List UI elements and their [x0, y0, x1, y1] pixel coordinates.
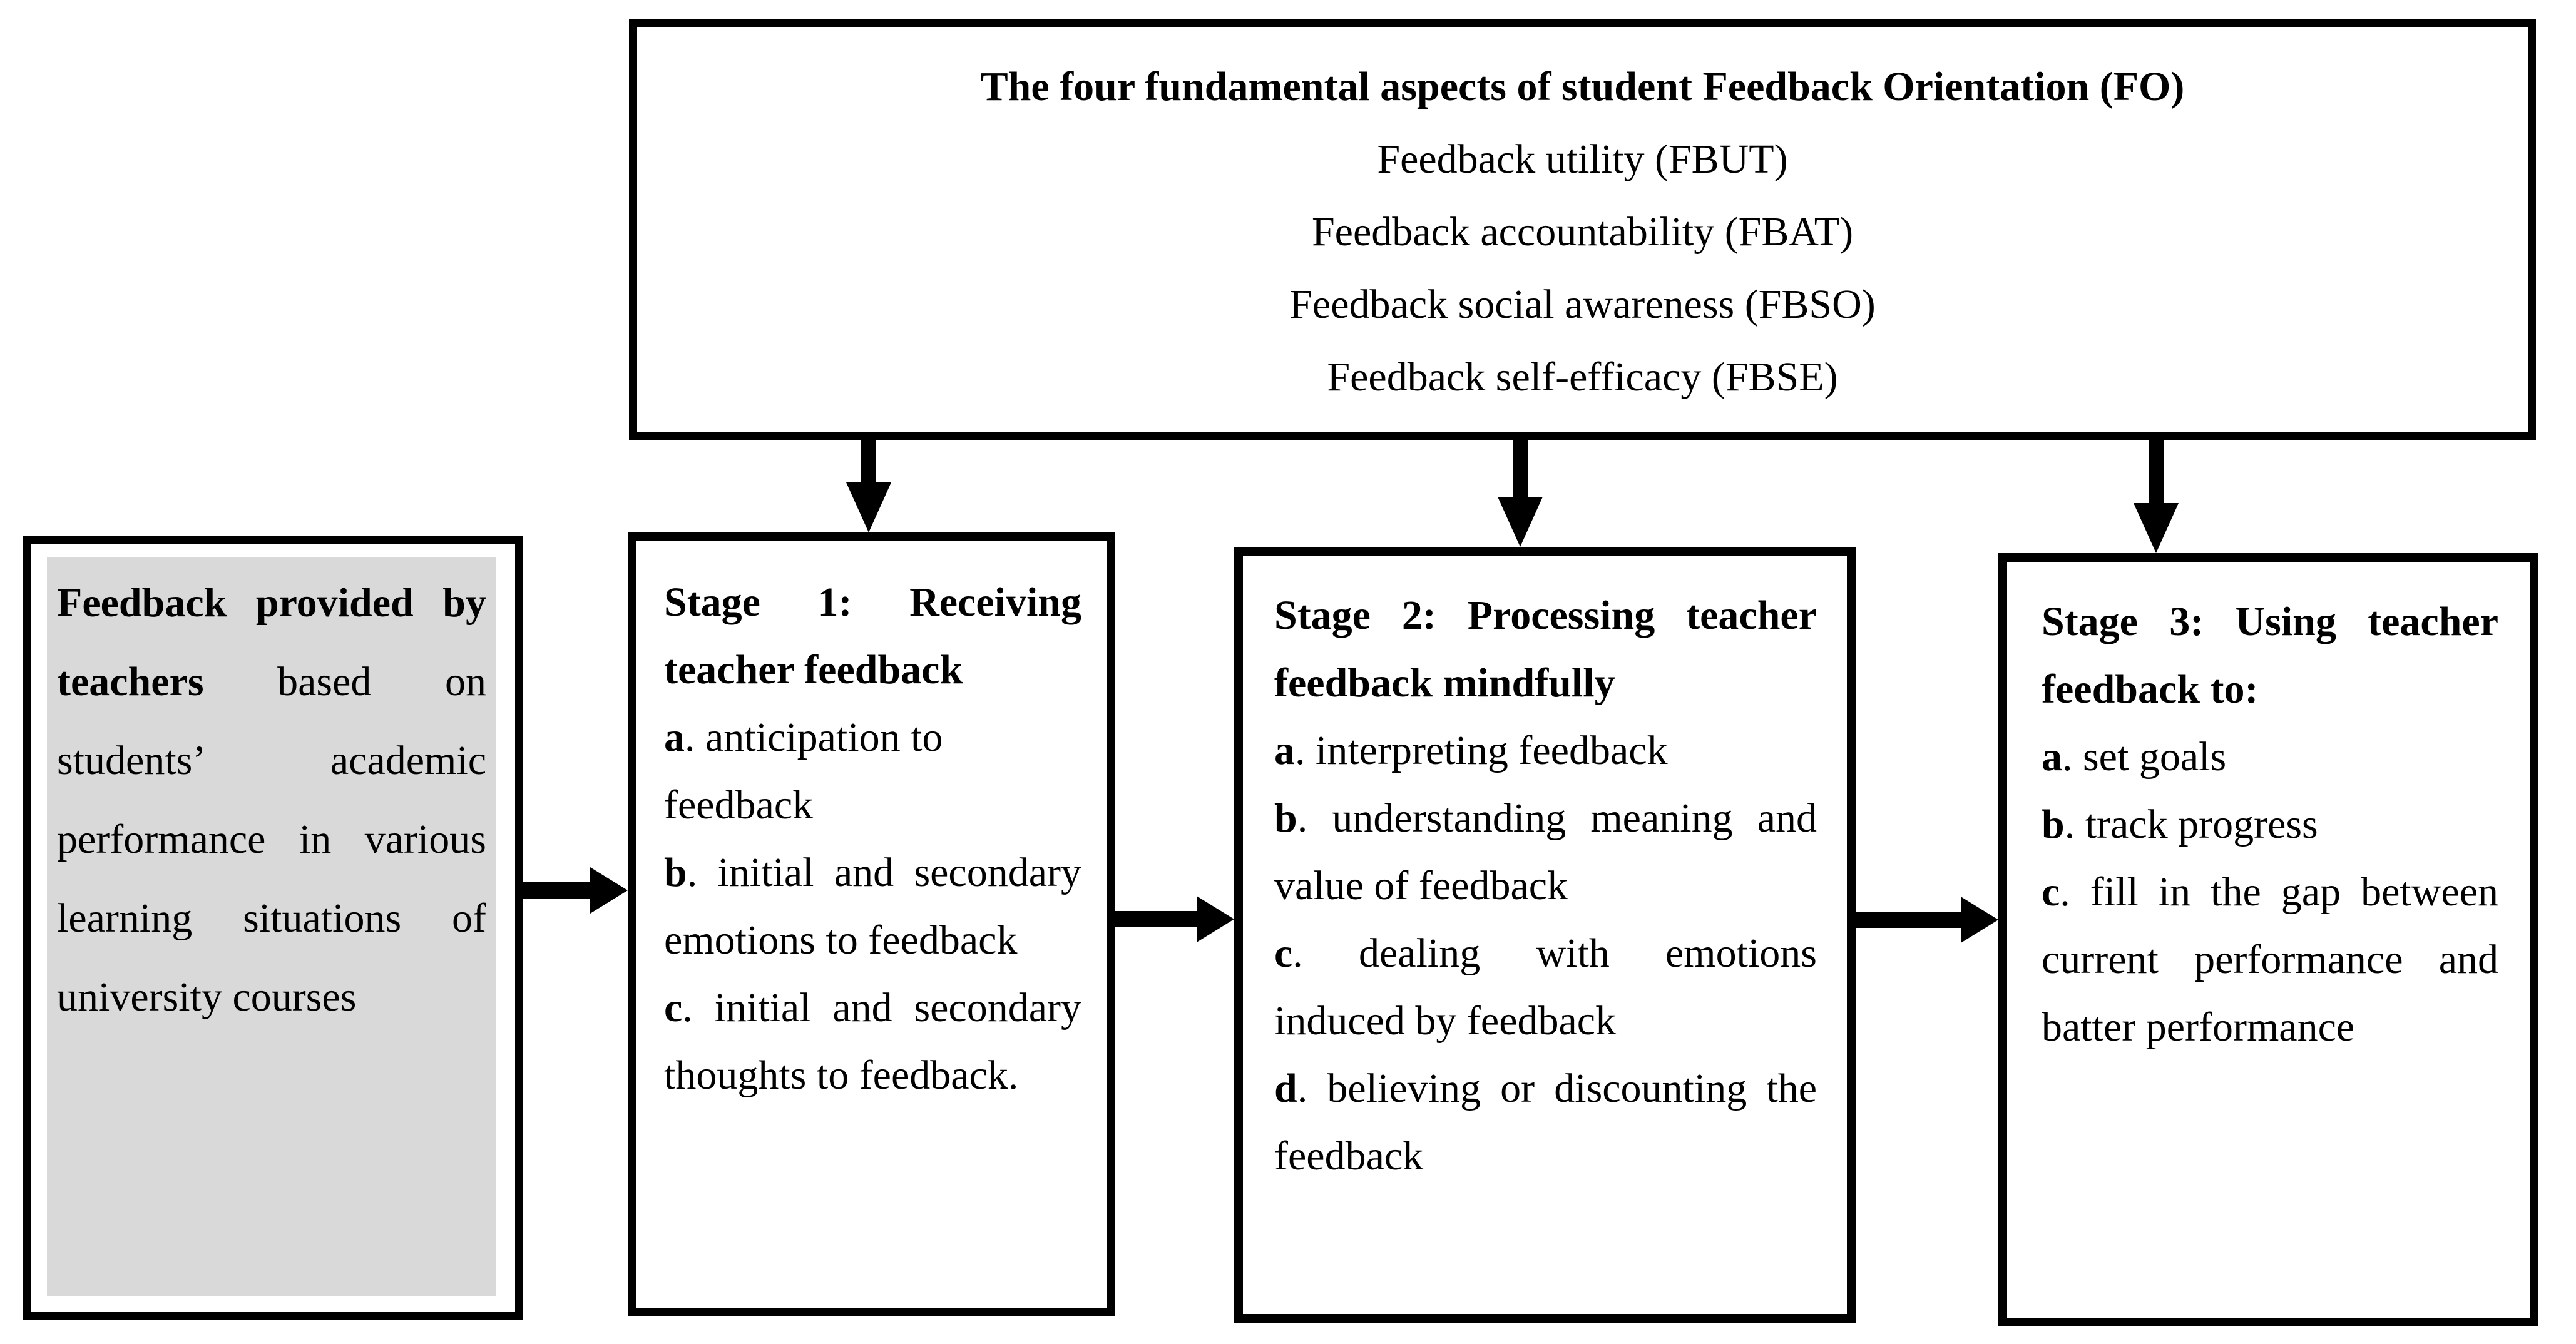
stage2-box: Stage 2: Processing teacher feedback min… [1234, 547, 1856, 1323]
fo-aspect-accountability: Feedback accountability (FBAT) [1311, 209, 1854, 255]
stage1-item-a-cont: feedback [664, 782, 814, 828]
down-arrow-shaft [2149, 440, 2164, 504]
down-arrowhead-icon [846, 482, 891, 532]
stage2-item-c: c. dealing with emotions [1274, 930, 1817, 976]
fo-aspects-box: The four fundamental aspects of student … [629, 19, 2536, 440]
down-arrowhead-icon [2134, 503, 2179, 553]
stage2-item-b: b. understanding meaning and [1274, 795, 1817, 841]
source-line: Feedback provided by [57, 580, 486, 626]
stage2-item-a: a. interpreting feedback [1274, 728, 1668, 773]
right-arrow-shaft [523, 882, 591, 899]
stage1-item-b-cont: emotions to feedback [664, 917, 1018, 963]
stage3-title-line: feedback to: [2042, 666, 2259, 712]
stage2-item-b-cont: value of feedback [1274, 863, 1568, 909]
stage1-item-a: a. anticipation to [664, 715, 943, 760]
down-arrow-shaft [861, 440, 876, 484]
source-line: students’ academic [57, 738, 486, 783]
stage2-title-line: Stage 2: Processing teacher [1274, 593, 1817, 638]
stage1-item-c: c. initial and secondary [664, 985, 1081, 1031]
stage1-title-line: Stage 1: Receiving [664, 579, 1081, 625]
stage2-item-c-cont: induced by feedback [1274, 998, 1617, 1044]
right-arrowhead-icon [1961, 897, 1998, 943]
right-arrowhead-icon [1197, 896, 1234, 942]
down-arrow-to-stage3 [2134, 440, 2179, 553]
stage2-item-d-cont: feedback [1274, 1133, 1424, 1179]
source-line: teachers based on [57, 659, 486, 705]
stage3-item-c-cont: batter performance [2042, 1004, 2355, 1050]
arrow-stage2-to-stage3 [1856, 897, 1998, 943]
stage3-title-line: Stage 3: Using teacher [2042, 599, 2498, 644]
stage2-title-line: feedback mindfully [1274, 660, 1615, 706]
fo-aspects-title: The four fundamental aspects of student … [980, 64, 2185, 109]
fo-aspect-social-awareness: Feedback social awareness (FBSO) [1289, 282, 1876, 327]
stage2-item-d: d. believing or discounting the [1274, 1066, 1817, 1111]
arrow-stage1-to-stage2 [1115, 896, 1234, 942]
stage3-item-c-cont: current performance and [2042, 937, 2498, 982]
stage3-box: Stage 3: Using teacher feedback to: a. s… [1998, 553, 2538, 1326]
right-arrow-shaft [1115, 911, 1198, 927]
stage1-box: Stage 1: Receiving teacher feedback a. a… [628, 532, 1115, 1316]
right-arrow-shaft [1856, 912, 1962, 928]
down-arrow-to-stage1 [846, 440, 891, 532]
down-arrow-shaft [1513, 440, 1528, 498]
stage3-item-a: a. set goals [2042, 734, 2227, 780]
fo-aspect-self-efficacy: Feedback self-efficacy (FBSE) [1327, 354, 1838, 400]
right-arrowhead-icon [590, 867, 628, 914]
stage3-item-b: b. track progress [2042, 802, 2318, 847]
teacher-feedback-source-box: Feedback provided by teachers based on s… [23, 536, 523, 1320]
fo-aspect-utility: Feedback utility (FBUT) [1377, 136, 1788, 182]
stage1-title-line: teacher feedback [664, 647, 963, 693]
source-line: learning situations of [57, 895, 486, 941]
source-line: performance in various [57, 817, 486, 862]
source-box-shading: Feedback provided by teachers based on s… [47, 557, 496, 1296]
stage1-item-b: b. initial and secondary [664, 850, 1081, 895]
source-line: university courses [57, 974, 357, 1020]
stage1-item-c-cont: thoughts to feedback. [664, 1052, 1019, 1098]
arrow-source-to-stage1 [523, 867, 628, 914]
down-arrowhead-icon [1498, 497, 1543, 547]
down-arrow-to-stage2 [1498, 440, 1543, 547]
stage3-item-c: c. fill in the gap between [2042, 869, 2498, 915]
